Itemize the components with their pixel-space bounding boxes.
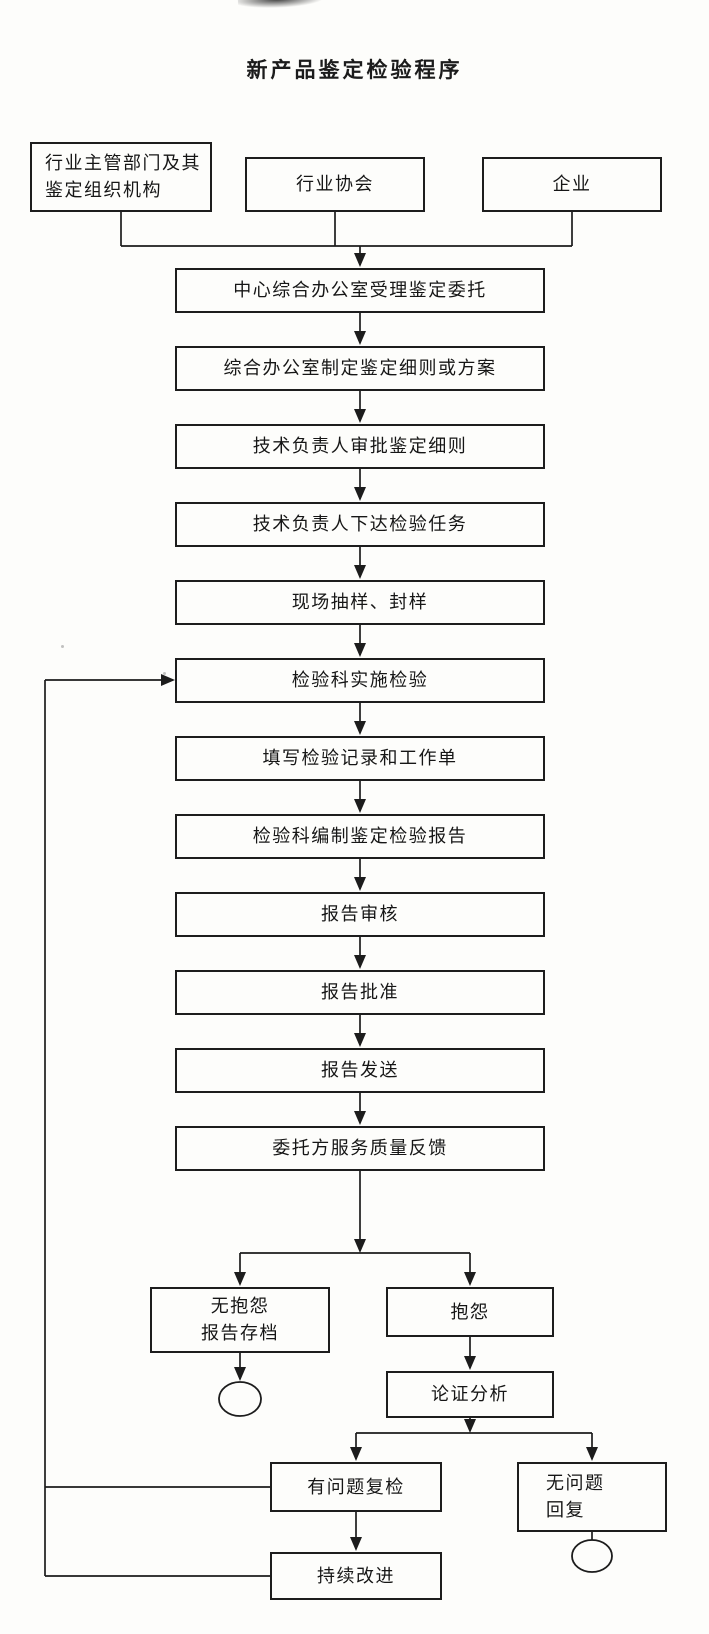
node-service-feedback: 委托方服务质量反馈	[175, 1126, 545, 1171]
node-compile-report: 检验科编制鉴定检验报告	[175, 814, 545, 859]
node-perform-inspection: 检验科实施检验	[175, 658, 545, 703]
node-assign-task: 技术负责人下达检验任务	[175, 502, 545, 547]
node-complaint: 抱怨	[386, 1287, 554, 1337]
node-no-complaint-archive: 无抱怨 报告存档	[150, 1287, 330, 1353]
node-draft-rules: 综合办公室制定鉴定细则或方案	[175, 346, 545, 391]
node-fill-records: 填写检验记录和工作单	[175, 736, 545, 781]
node-no-problem-reply: 无问题 回复	[517, 1462, 667, 1532]
node-analysis: 论证分析	[386, 1371, 554, 1418]
terminator-circle-right	[571, 1539, 613, 1573]
node-report-approval: 报告批准	[175, 970, 545, 1015]
node-problem-recheck: 有问题复检	[270, 1462, 442, 1512]
node-approve-rules: 技术负责人审批鉴定细则	[175, 424, 545, 469]
page-title: 新产品鉴定检验程序	[246, 58, 463, 82]
node-report-review: 报告审核	[175, 892, 545, 937]
node-report-delivery: 报告发送	[175, 1048, 545, 1093]
node-enterprise: 企业	[482, 157, 662, 212]
node-industry-authority: 行业主管部门及其 鉴定组织机构	[30, 142, 212, 212]
node-industry-association: 行业协会	[245, 157, 425, 212]
terminator-circle-left	[218, 1381, 262, 1417]
node-continuous-improvement: 持续改进	[270, 1552, 442, 1600]
node-site-sampling: 现场抽样、封样	[175, 580, 545, 625]
node-accept-commission: 中心综合办公室受理鉴定委托	[175, 268, 545, 313]
